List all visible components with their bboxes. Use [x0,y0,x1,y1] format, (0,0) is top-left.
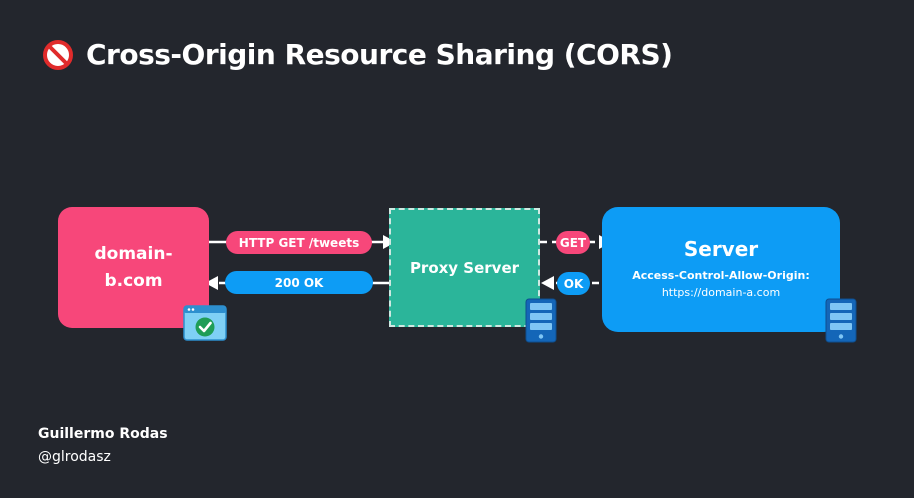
proxy-response-label: OK [557,272,590,295]
request-label: HTTP GET /tweets [226,231,372,254]
browser-check-icon [183,305,227,341]
response-arrow-head [205,276,218,290]
client-label: domain-b.com [94,243,173,291]
author-handle: @glrodasz [38,449,111,465]
proxy-label: Proxy Server [409,258,520,277]
server-rack-icon [825,298,857,343]
title-text: Cross-Origin Resource Sharing (CORS) [86,38,673,71]
proxy-server-rack-icon [525,298,557,343]
proxy-server-box: Proxy Server [389,208,540,327]
server-box: Server Access-Control-Allow-Origin: http… [602,207,840,332]
no-entry-icon [43,39,73,70]
server-cors-header: Access-Control-Allow-Origin: [632,269,810,282]
author-name: Guillermo Rodas [38,426,168,442]
response-label: 200 OK [225,271,373,294]
server-title: Server [683,237,759,261]
page-title: Cross-Origin Resource Sharing (CORS) [42,38,673,71]
proxy-response-arrow-head [541,276,554,290]
proxy-request-label: GET [556,231,590,254]
server-allowed-origin: https://domain-a.com [661,286,781,299]
author-credit: Guillermo Rodas @glrodasz [38,423,168,469]
